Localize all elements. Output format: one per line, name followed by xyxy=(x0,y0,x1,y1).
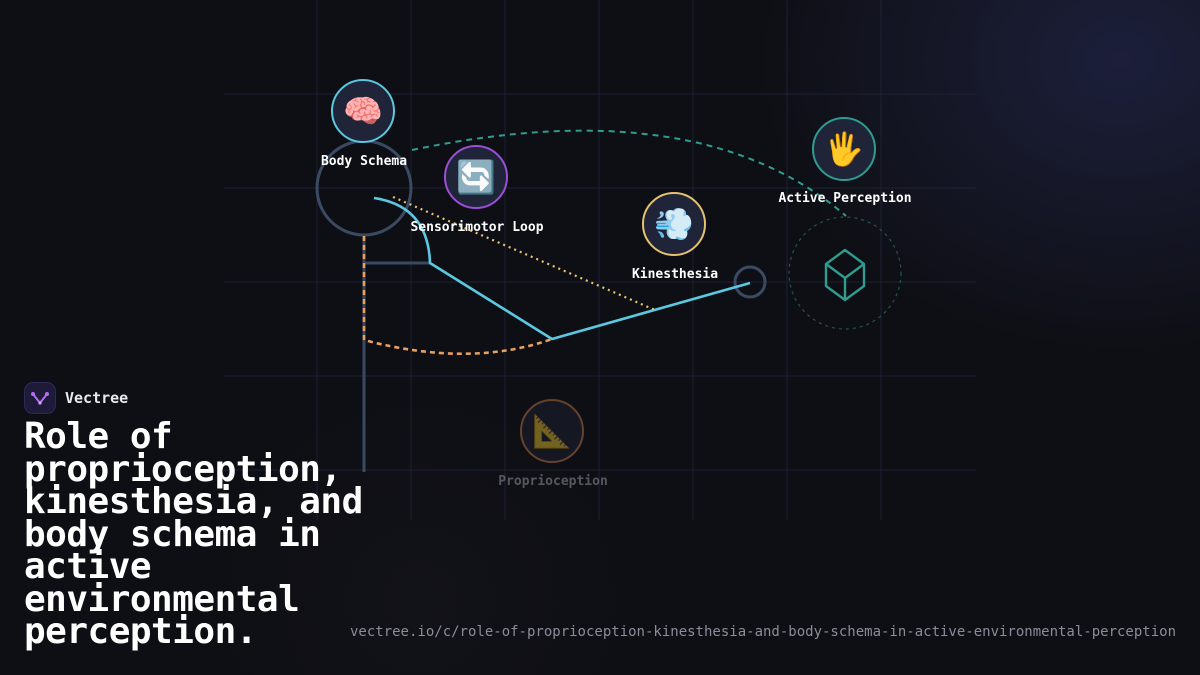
kinesthesia-node-circle: 💨 xyxy=(642,192,706,256)
body-schema-node-circle: 🧠 xyxy=(331,79,395,143)
cube-icon xyxy=(824,248,866,302)
wind-icon: 💨 xyxy=(654,205,694,243)
triangular-ruler-icon: 📐 xyxy=(532,412,572,450)
brand-name: Vectree xyxy=(65,389,129,407)
node-label: Body Schema xyxy=(320,154,408,169)
proprioception-path xyxy=(362,236,553,356)
page-title: Role of proprioception, kinesthesia, and… xyxy=(24,416,363,652)
proprioception-node-circle: 📐 xyxy=(520,399,584,463)
sensorimotor-loop-node-circle: 🔄 xyxy=(444,145,508,209)
brand: Vectree xyxy=(24,382,128,414)
kinesthesia-path xyxy=(392,195,656,312)
brain-icon: 🧠 xyxy=(343,92,383,130)
node-label: Kinesthesia xyxy=(631,267,719,282)
arm-path xyxy=(373,196,751,341)
cycle-arrows-icon: 🔄 xyxy=(456,158,496,196)
page-url[interactable]: vectree.io/c/role-of-proprioception-kine… xyxy=(349,624,1176,640)
perceived-object-boundary xyxy=(788,216,902,330)
node-label: Sensorimotor Loop xyxy=(410,220,544,235)
node-label: Proprioception xyxy=(498,474,608,489)
active-perception-node-circle: 🖐 xyxy=(812,117,876,181)
active-perception-arc xyxy=(411,129,847,217)
raised-hand-icon: 🖐 xyxy=(824,130,864,168)
node-label: Active Perception xyxy=(778,191,912,206)
vectree-logo-icon xyxy=(24,382,56,414)
hand-joint xyxy=(733,265,767,299)
